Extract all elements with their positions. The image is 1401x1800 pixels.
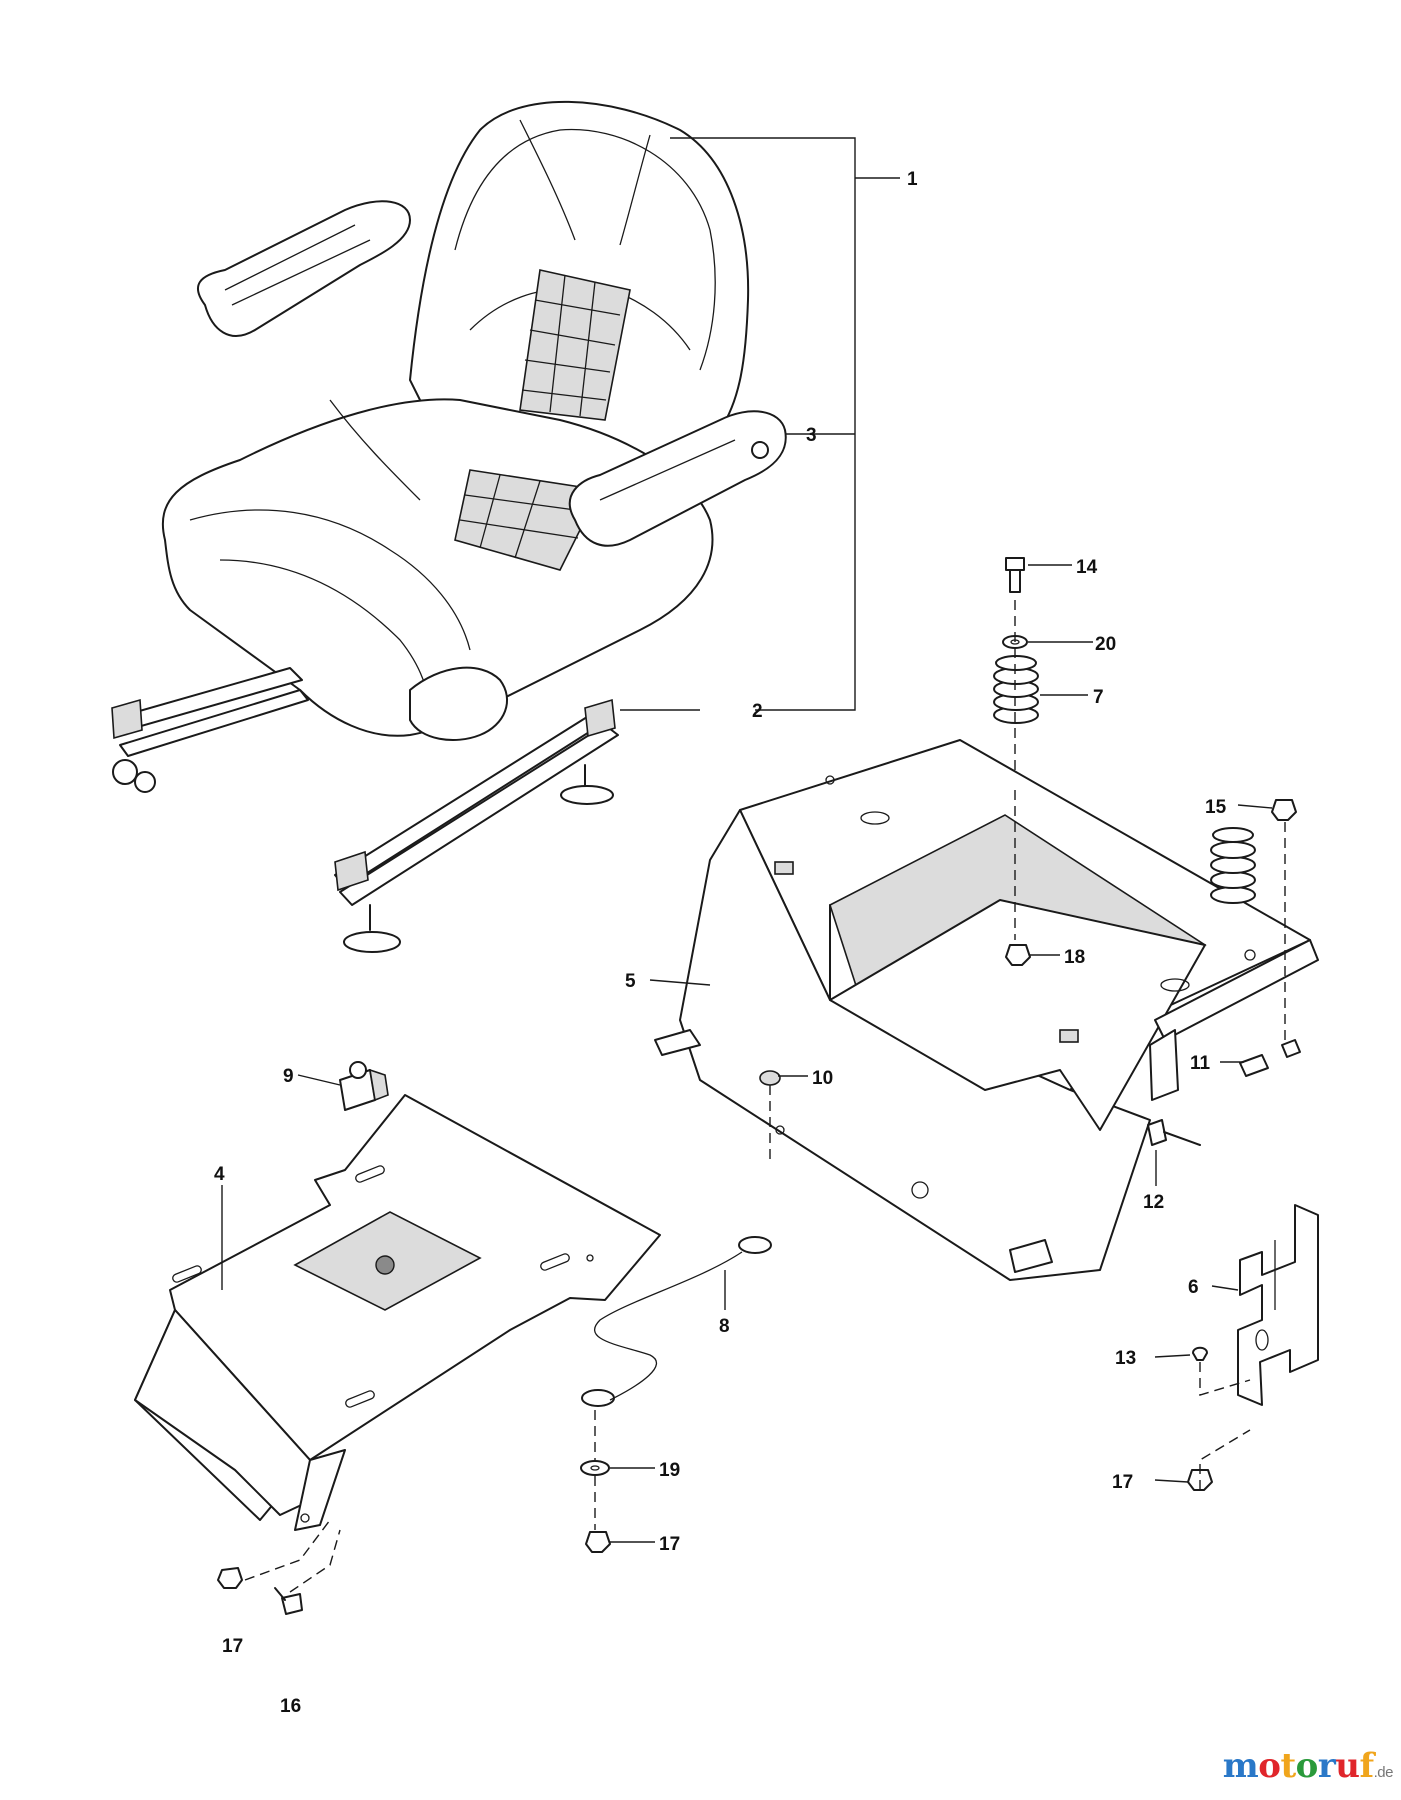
seat-assembly: [111, 100, 787, 953]
bolt-12: [1147, 1119, 1201, 1146]
callout-1: 1: [907, 169, 918, 190]
watermark-letter: m: [1222, 1746, 1259, 1786]
watermark-letter: o: [1258, 1746, 1281, 1786]
watermark-letter: u: [1335, 1746, 1360, 1786]
nut-17a: [217, 1567, 243, 1589]
leader-lines: [221, 137, 1273, 1543]
callout-5: 5: [625, 971, 636, 992]
plug: [759, 1070, 781, 1086]
seat-rails: [111, 667, 619, 953]
callout-11: 11: [1190, 1053, 1211, 1074]
callout-17-cable: 17: [659, 1534, 680, 1555]
nut-17b: [585, 1531, 611, 1553]
callout-9: 9: [283, 1066, 294, 1087]
right-armrest: [568, 410, 787, 547]
watermark-letter: f: [1359, 1746, 1375, 1786]
seat-switch: [339, 1061, 389, 1111]
callout-18: 18: [1064, 947, 1085, 968]
callout-6: 6: [1188, 1277, 1199, 1298]
floor-pan: [134, 1094, 661, 1531]
callout-2: 2: [752, 701, 763, 722]
callout-3: 3: [806, 425, 817, 446]
watermark-suffix: .de: [1373, 1764, 1394, 1781]
callout-17-floor: 17: [222, 1636, 243, 1657]
cable: [581, 1236, 772, 1407]
washer-19: [580, 1460, 610, 1476]
callout-7: 7: [1093, 687, 1104, 708]
bracket: [1237, 1204, 1319, 1406]
left-armrest: [196, 200, 411, 337]
callout-8: 8: [719, 1316, 730, 1337]
nut-18: [1005, 944, 1031, 966]
callout-16: 16: [280, 1696, 301, 1717]
seat-back: [409, 100, 750, 471]
watermark-logo: motoruf.de: [1223, 1746, 1394, 1786]
rear-spring: [1210, 827, 1256, 904]
watermark-letter: o: [1295, 1746, 1319, 1786]
watermark-letters: motoruf: [1223, 1746, 1374, 1786]
assembly-lines: [244, 600, 1286, 1593]
clip: [1239, 1054, 1269, 1077]
callout-12: 12: [1143, 1192, 1164, 1213]
bolt-16: [274, 1587, 303, 1615]
seat-pan-fender: [654, 739, 1319, 1281]
callout-4: 4: [214, 1164, 225, 1185]
watermark-letter: r: [1317, 1746, 1336, 1786]
spring-7: [993, 655, 1039, 724]
callout-13: 13: [1115, 1348, 1136, 1369]
callout-17-bracket: 17: [1112, 1472, 1133, 1493]
callouts: 1 3 2 14 20 7 15 5 18 11 10 9 4 12 6 8 1…: [214, 169, 1227, 1717]
callout-10: 10: [812, 1068, 833, 1089]
bolt-14: [1005, 557, 1025, 593]
callout-20: 20: [1095, 634, 1116, 655]
watermark-letter: t: [1280, 1746, 1296, 1786]
seat-cushion: [161, 398, 714, 741]
nut-15: [1271, 799, 1297, 821]
callout-19: 19: [659, 1460, 680, 1481]
rivet: [1192, 1346, 1208, 1361]
callout-15: 15: [1205, 797, 1227, 818]
callout-14: 14: [1076, 557, 1098, 578]
